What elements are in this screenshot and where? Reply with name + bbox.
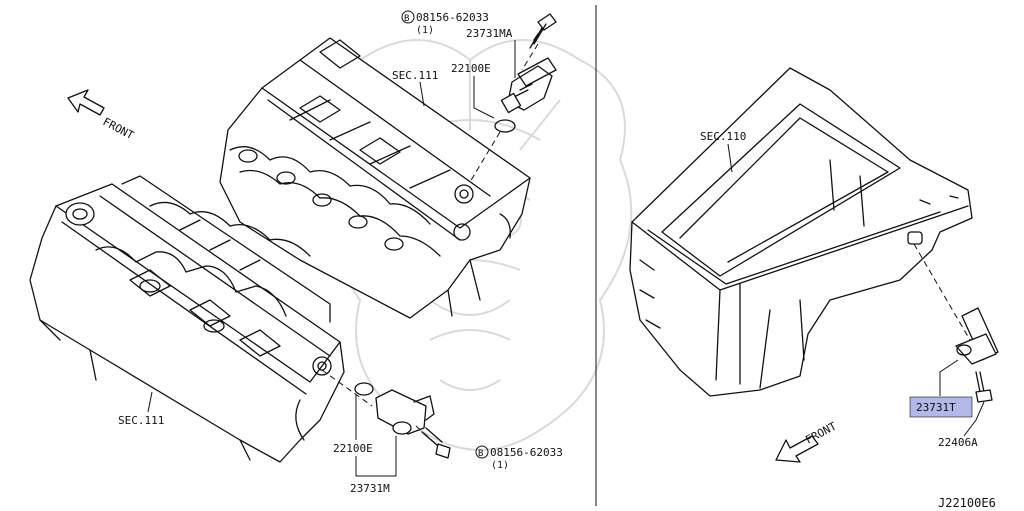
oil-pan	[629, 67, 973, 397]
bolt-22406A	[975, 371, 993, 403]
sensor-23731M	[375, 389, 435, 435]
o-ring-top	[494, 119, 516, 133]
bolt-qty-top-text: (1)	[416, 25, 434, 36]
sec111-top-label: SEC.111	[392, 69, 438, 82]
part-23731T-leader	[939, 359, 959, 396]
bolt-code-bottom-text: 08156-62033	[490, 446, 563, 459]
bolt-bottom	[421, 427, 451, 459]
sec111-bottom-label: SEC.111	[118, 414, 164, 427]
part-23731T-highlight	[909, 396, 973, 418]
crank-sensor-axis	[913, 243, 971, 341]
bolt-code-top-text: 08156-62033	[416, 11, 489, 24]
diagram-id: J22100E6	[938, 496, 996, 510]
front-label-left: FRONT	[101, 115, 137, 142]
part-23731MA-label: 23731MA	[466, 27, 513, 40]
sec111-bottom-leader	[147, 391, 153, 413]
part-22406A-label: 22406A	[938, 436, 978, 449]
part-23731T-label[interactable]: 23731T	[916, 401, 956, 414]
front-arrow-left: FRONT	[67, 89, 137, 142]
sensor-bottom-axis	[321, 369, 373, 407]
bolt-bottom-axis	[415, 425, 437, 445]
sensor-23731MA	[500, 57, 557, 114]
front-label-right: FRONT	[803, 419, 839, 446]
part-22100E-bottom-label: 22100E	[333, 442, 373, 455]
upper-cylinder-head	[219, 37, 531, 319]
sensor-23731T	[955, 307, 999, 365]
sec111-top-leader	[419, 81, 425, 107]
bolt-top-axis	[521, 43, 539, 71]
o-ring-bottom	[354, 382, 374, 396]
front-arrow-right: FRONT	[775, 419, 839, 463]
bolt-top	[529, 13, 557, 49]
bolt-code-top: B 08156-62033 (1)	[401, 10, 489, 36]
sec110-leader	[727, 143, 733, 173]
sec110-label: SEC.110	[700, 130, 746, 143]
bolt-circle-bottom-letter: B	[478, 449, 483, 459]
bolt-code-bottom: B 08156-62033 (1)	[475, 445, 563, 471]
bolt-circle-bottom-icon	[475, 445, 489, 459]
lower-cylinder-head	[29, 175, 345, 463]
part-22406A-leader	[963, 401, 985, 437]
part-23731M-label: 23731M	[350, 482, 390, 495]
part-22100E-top-label: 22100E	[451, 62, 491, 75]
bolt-circle-top-icon	[401, 10, 415, 24]
part-22100E-top-leader	[473, 76, 495, 119]
bolt-circle-top-letter: B	[404, 14, 409, 24]
bolt-qty-bottom-text: (1)	[491, 460, 509, 471]
